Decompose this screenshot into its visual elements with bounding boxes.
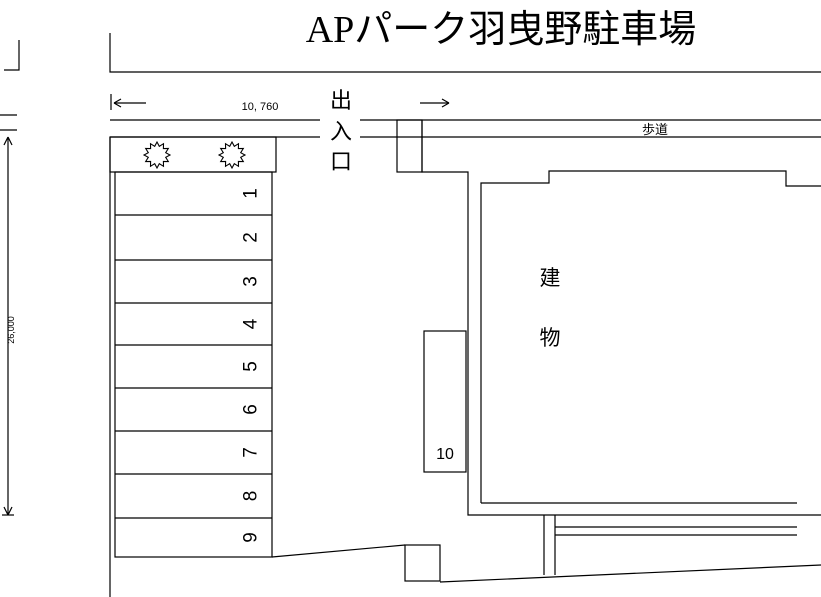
entrance-label-2: 入 [330,119,352,144]
flower-icon [142,140,172,170]
curb-lines [555,526,797,536]
building-lot-boundary [421,120,821,516]
parking-space-number: 5 [241,361,262,372]
building-label-1: 建 [540,267,561,290]
parking-space-number: 8 [241,491,262,502]
parking-space-number: 7 [241,447,262,458]
sidewalk-label: 歩道 [642,122,668,137]
crop-mark-top [4,40,20,71]
width-dimension-label: 10, 760 [242,101,279,113]
parking-space-number: 9 [241,532,262,543]
parking-space-10 [423,330,467,473]
gate-pillar [396,119,423,173]
pillar [404,544,441,582]
parking-space-number: 6 [241,404,262,415]
page-title: APパーク羽曳野駐車場 [306,9,697,51]
crop-mark-mid [0,114,17,131]
street-edge-line [439,564,821,583]
road-line-top [109,33,821,73]
parking-space-10-number: 10 [436,446,454,463]
parking-space-number: 3 [241,276,262,287]
flower-icon [217,140,247,170]
stall-dividers [115,214,272,519]
arrow-right-icon [420,98,450,108]
arrow-left-icon [113,98,146,108]
depth-dimension-label: 26,000 [6,316,16,344]
driveway-line [271,544,406,558]
planter-strip [109,136,277,173]
building-outline [480,170,821,503]
entrance-label-1: 出 [330,88,352,113]
parking-space-number: 4 [241,318,262,329]
entrance-label-3: 口 [330,149,352,174]
parking-space-number: 1 [241,188,262,199]
drain-channel [543,515,556,575]
arrow-up-icon [3,136,13,146]
arrow-down-icon [3,506,13,516]
parking-space-number: 2 [241,232,262,243]
parking-block [114,171,273,558]
building-label-2: 物 [540,327,561,350]
